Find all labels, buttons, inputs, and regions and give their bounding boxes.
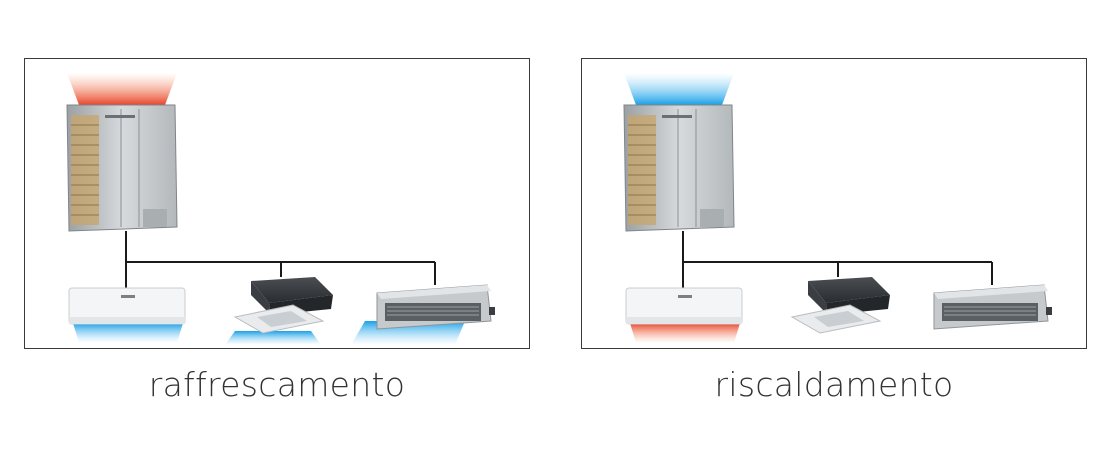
indoor-airflow-cold-1 [73,323,183,343]
cooling-caption: raffrescamento [148,365,406,404]
refrigerant-piping [682,231,993,288]
outdoor-airflow-hot [67,73,177,105]
heating-caption: riscaldamento [714,365,954,404]
outdoor-unit [623,104,735,232]
ducted-unit [376,284,495,330]
outdoor-airflow-cold [624,73,734,105]
ducted-unit [933,284,1052,330]
cooling-diagram [66,73,495,345]
cassette-unit [790,277,890,334]
heating-diagram [623,73,1052,343]
cassette-unit [233,277,333,334]
cooling-diagram-panel [24,58,530,349]
refrigerant-piping [125,231,436,288]
wall-mounted-unit [625,287,743,325]
wall-mounted-unit [68,287,186,325]
indoor-airflow-cold-2 [225,331,321,345]
heating-diagram-panel [581,58,1087,349]
outdoor-unit [66,104,178,232]
indoor-airflow-hot-1 [630,323,740,343]
